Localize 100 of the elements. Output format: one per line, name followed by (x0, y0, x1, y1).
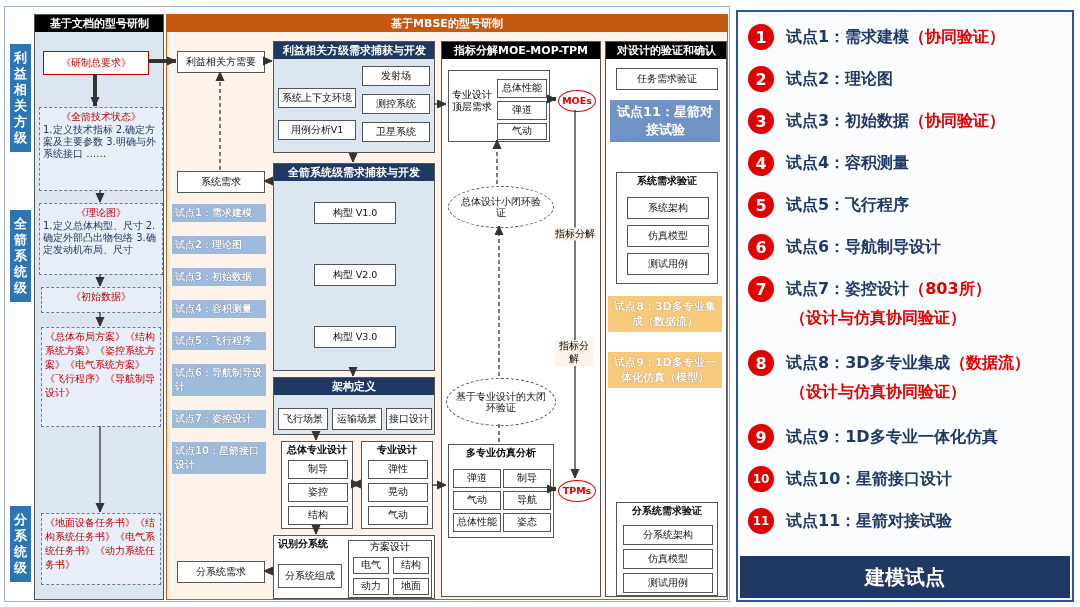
pilot-label: 试点4：容积测量 (172, 300, 266, 318)
process-box: 导航 (503, 491, 551, 510)
oval-node: MOEs (558, 90, 596, 112)
process-box: 构型 V3.0 (314, 326, 396, 348)
group-title: 专业设计顶层需求 (451, 88, 493, 114)
group-title: 基于MBSE的型号研制 (167, 15, 727, 33)
highlight-note: （数据流） (949, 352, 1030, 374)
oval-node: 基于专业设计的大闭环验证 (446, 378, 556, 426)
process-box: 运输场景 (332, 408, 382, 430)
group-title: 对设计的验证和确认 (606, 42, 726, 60)
process-box: 测控系统 (362, 94, 430, 114)
oval-node: TPMs (558, 480, 596, 502)
arrow (348, 151, 358, 163)
list-item: 试点8：3D多专业集成 (786, 352, 950, 374)
group-box (361, 441, 433, 529)
document-box (41, 513, 161, 585)
document-title: 《总体布局方案》《结构系统方案》《姿控系统方案》《电气系统方案》《飞行程序》《导航制导设计》 (45, 330, 156, 400)
group-title: 利益相关方级需求捕获与开发 (274, 42, 434, 60)
process-box: 制导 (288, 460, 348, 479)
group-box (448, 444, 554, 538)
group-title: 全箭系统级需求捕获与开发 (274, 164, 434, 182)
row-label: 全箭系统级 (10, 210, 31, 302)
process-box: 气动 (453, 491, 501, 510)
arrow (431, 480, 447, 490)
group-box (616, 502, 718, 596)
group-title: 系统需求验证 (636, 174, 698, 188)
group-box (273, 535, 435, 599)
arrow (433, 99, 447, 109)
pilot-label: 试点11：星箭对接试验 (610, 100, 720, 142)
group-title: 架构定义 (274, 378, 434, 396)
arrow (546, 484, 557, 494)
group-title: 识别分系统 (277, 537, 329, 551)
process-box: 分系统需求 (177, 561, 265, 583)
pilot-label: 试点2：理论图 (172, 236, 266, 254)
highlight-note: （803所） (909, 278, 991, 300)
process-box: 发射场 (362, 66, 430, 86)
process-box: 构型 V2.0 (314, 264, 396, 286)
process-box: 仿真模型 (623, 549, 713, 569)
list-item: 试点3：初始数据 (786, 110, 910, 132)
process-box: 利益相关方需要 (177, 51, 265, 73)
arrow (263, 176, 274, 186)
process-box: 结构 (393, 557, 429, 574)
pilot-label: 试点8：3D多专业集成（数据流） (608, 296, 722, 332)
arrow (546, 94, 557, 104)
process-box: 弹性 (368, 460, 428, 479)
arrow (311, 430, 321, 441)
process-box: 仿真模型 (627, 225, 709, 247)
list-item: 试点6：导航制导设计 (786, 236, 942, 258)
process-box: 总体性能 (497, 79, 547, 98)
arrow (263, 566, 274, 576)
process-box: 动力 (353, 578, 389, 595)
process-box: 结构 (288, 506, 348, 525)
arrow (95, 311, 105, 327)
process-box: 用例分析V1 (278, 120, 356, 140)
highlight-note: （设计与仿真协同验证） (790, 382, 966, 403)
group-box (281, 441, 353, 529)
process-box: 分系统组成 (278, 564, 342, 588)
process-box: 电气 (353, 557, 389, 574)
list-item: 试点9：1D多专业一体化仿真 (786, 426, 998, 448)
list-item: 试点11：星箭对接试验 (786, 510, 953, 532)
process-box: 测试用例 (623, 573, 713, 593)
document-box (41, 327, 161, 427)
document-box (41, 287, 161, 313)
pilot-label: 试点9：1D多专业一体化仿真（模型） (608, 352, 722, 388)
highlight-note: （协同验证） (909, 110, 1006, 132)
list-item: 试点2：理论图 (786, 68, 894, 90)
process-box: 弹道 (453, 469, 501, 488)
arrow (95, 273, 105, 287)
group-box (166, 14, 728, 600)
group-title: 多专业仿真分析 (465, 446, 537, 460)
group-box (448, 70, 550, 142)
process-box: 系统需求 (177, 171, 265, 193)
document-title: 《理论图》 (76, 206, 126, 220)
edge-label: 指标分解 (554, 227, 596, 241)
process-box: 弹道 (497, 101, 547, 120)
arrow (348, 366, 358, 377)
process-box: 总体性能 (453, 513, 501, 532)
group-box (273, 377, 435, 435)
group-title: 分系统需求验证 (631, 504, 703, 518)
group-title: 专业设计 (376, 443, 418, 457)
pilot-label: 试点3：初始数据 (172, 268, 266, 286)
document-box (39, 203, 163, 275)
pilot-label: 试点6：导航制导设计 (172, 364, 266, 396)
group-box (34, 14, 164, 600)
group-box (616, 172, 718, 284)
document-title: 《研制总要求》 (61, 56, 131, 70)
document-box (43, 51, 149, 75)
document-list: 1.定义技术指标 2.确定方案及主要参数 3.明确与外系统接口 …… (43, 124, 159, 160)
arrow (311, 524, 321, 535)
group-box (348, 540, 432, 598)
group-title: 总体专业设计 (286, 443, 348, 457)
list-item: 试点7：姿控设计 (786, 278, 910, 300)
pilot-label: 试点5：飞行程序 (172, 332, 266, 350)
process-box: 姿控 (288, 483, 348, 502)
arrow (148, 56, 177, 66)
list-item: 试点10：星箭接口设计 (786, 468, 953, 490)
oval-node: 总体设计小闭环验证 (448, 186, 554, 228)
process-box: 卫星系统 (362, 122, 430, 142)
process-box: 分系统架构 (623, 525, 713, 545)
panel-title: 建模试点 (740, 556, 1070, 598)
